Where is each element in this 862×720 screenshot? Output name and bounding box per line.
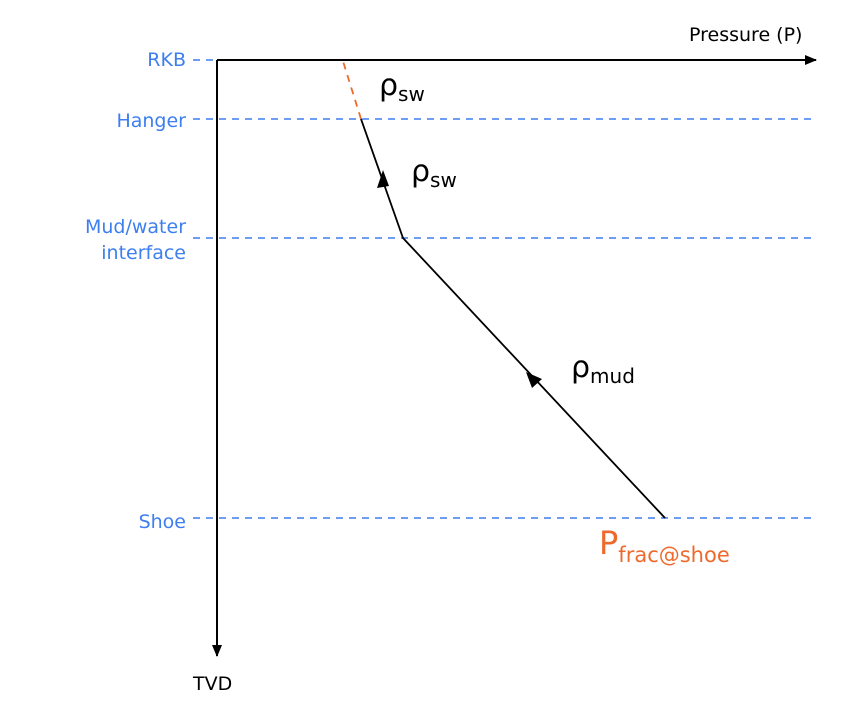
rho-subscript: mud — [590, 364, 635, 388]
mud-gradient-arrow — [526, 372, 542, 388]
rho-symbol: ρ — [571, 350, 591, 385]
p-frac-shoe-label: Pfrac@shoe — [599, 524, 730, 567]
rkb-label: RKB — [147, 49, 186, 71]
rho-symbol: ρ — [379, 68, 399, 103]
shoe-label: Shoe — [138, 511, 186, 533]
mudline-label-line2: interface — [101, 242, 186, 264]
rho-subscript: sw — [398, 82, 425, 106]
rho-mud-label: ρmud — [571, 350, 635, 388]
rho-symbol: ρ — [411, 154, 431, 189]
pressure-profile-line — [360, 118, 666, 519]
p-symbol: P — [599, 524, 619, 562]
hanger-label: Hanger — [116, 110, 186, 132]
p-subscript: frac@shoe — [618, 543, 730, 567]
seawater-gradient-arrow — [377, 170, 389, 188]
mudline-label-line1: Mud/water — [84, 216, 186, 238]
rho-sw-label: ρsw — [411, 154, 457, 192]
y-axis-label: TVD — [193, 673, 233, 695]
x-axis-label: Pressure (P) — [689, 24, 803, 46]
extrapolation-line — [341, 57, 362, 120]
mudline-label: Mud/water interface — [85, 214, 186, 266]
rho-sw-top-label: ρsw — [379, 68, 425, 106]
rho-subscript: sw — [430, 168, 457, 192]
